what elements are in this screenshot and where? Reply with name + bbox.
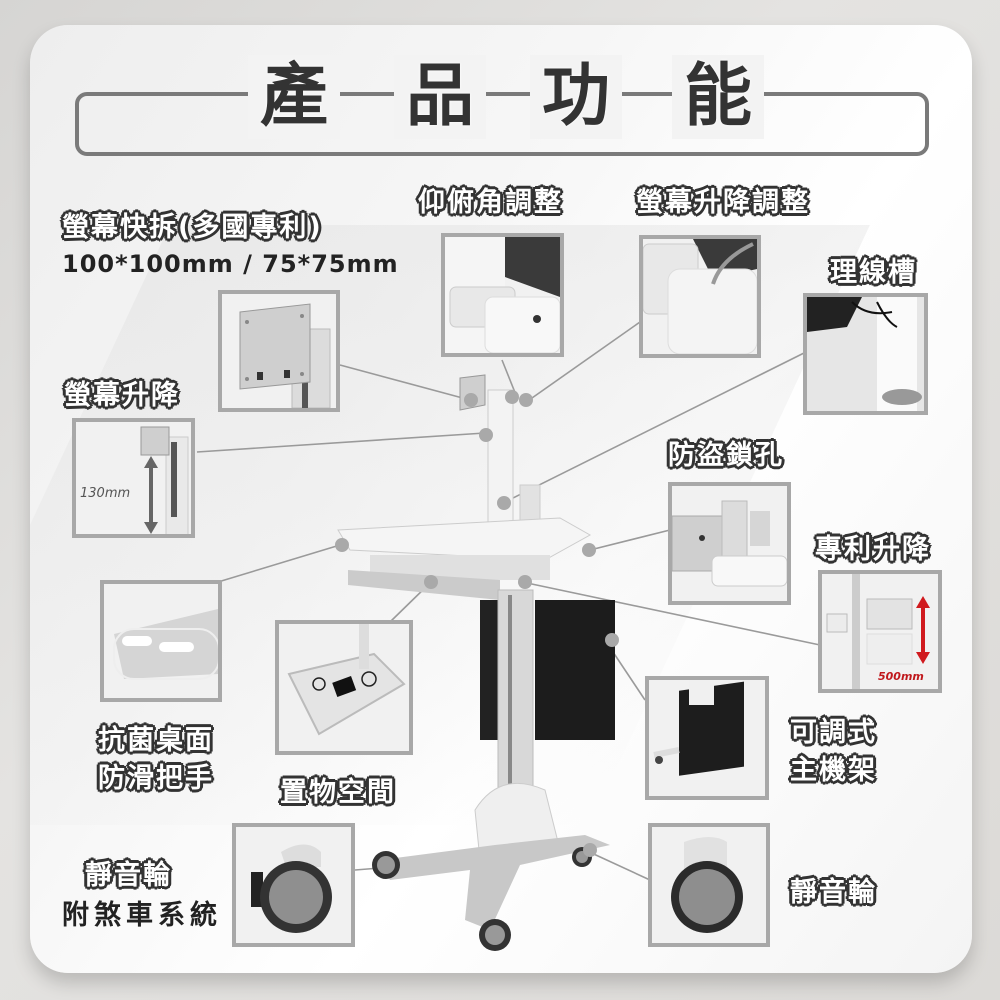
silent-caster-icon (671, 837, 743, 933)
screen-lift-dimension: 130mm (80, 486, 131, 501)
callout-dot (583, 843, 597, 857)
callout-dot (582, 543, 596, 557)
callout-dot (335, 538, 349, 552)
title-char-3: 功 (530, 55, 623, 139)
vesa-plate-icon (239, 303, 331, 408)
title-char-4: 能 (672, 55, 765, 139)
label-desktop-line2: 防滑把手 (98, 763, 214, 794)
label-desktop-line1: 抗菌桌面 (98, 725, 214, 756)
photo-caster (648, 823, 770, 947)
callout-dot (479, 428, 493, 442)
label-screen-lift: 螢幕升降 (64, 380, 180, 411)
photo-height-adjust (639, 235, 761, 358)
label-quick-release-sizes: 100*100mm / 75*75mm (62, 250, 399, 278)
title-frame (75, 92, 929, 156)
photo-cpu-holder (645, 676, 769, 800)
label-patent-lift: 專利升降 (815, 534, 931, 565)
callout-dot (505, 390, 519, 404)
label-caster: 靜音輪 (790, 877, 877, 908)
label-caster-brake-line2: 附煞車系統 (62, 900, 222, 931)
label-storage: 置物空間 (280, 777, 396, 808)
height-knob-icon (643, 239, 757, 354)
medical-cart-illustration (337, 374, 615, 951)
photo-caster-brake (232, 823, 355, 947)
label-cpu-holder-line1: 可調式 (790, 717, 877, 748)
label-lock-hole: 防盜鎖孔 (668, 440, 784, 471)
title-char-2: 品 (394, 55, 487, 139)
callout-dot (464, 393, 478, 407)
label-caster-brake-line1: 靜音輪 (85, 860, 172, 891)
title-char-1: 產 (248, 55, 341, 139)
screen-lift-diagram (140, 426, 189, 534)
photo-patent-lift (818, 570, 942, 693)
photo-cable-channel (803, 293, 928, 415)
patent-lift-diagram (826, 574, 930, 689)
antibacterial-desktop-icon (113, 609, 218, 680)
brake-caster-icon (251, 844, 332, 933)
photo-storage (275, 620, 413, 755)
photo-screen-lift (72, 418, 195, 538)
patent-lift-dimension: 500mm (878, 670, 924, 683)
callout-dot (518, 575, 532, 589)
cpu-holder-icon (653, 680, 744, 776)
photo-desktop (100, 580, 222, 702)
label-height-adjust: 螢幕升降調整 (636, 187, 810, 218)
photo-quick-release (218, 290, 340, 412)
tilt-joint-icon (445, 237, 560, 353)
label-tilt: 仰俯角調整 (418, 187, 563, 218)
callout-dot (424, 575, 438, 589)
label-quick-release: 螢幕快拆(多國專利) (62, 212, 323, 243)
storage-drawer-icon (287, 624, 406, 736)
callout-dot (519, 393, 533, 407)
callout-dot (605, 633, 619, 647)
label-cpu-holder-line2: 主機架 (790, 755, 877, 786)
photo-lock-hole (668, 482, 791, 605)
cable-channel-icon (807, 297, 924, 411)
photo-tilt (441, 233, 564, 357)
label-cable-channel: 理線槽 (830, 257, 917, 288)
callout-dot (497, 496, 511, 510)
lock-hole-icon (672, 500, 787, 587)
